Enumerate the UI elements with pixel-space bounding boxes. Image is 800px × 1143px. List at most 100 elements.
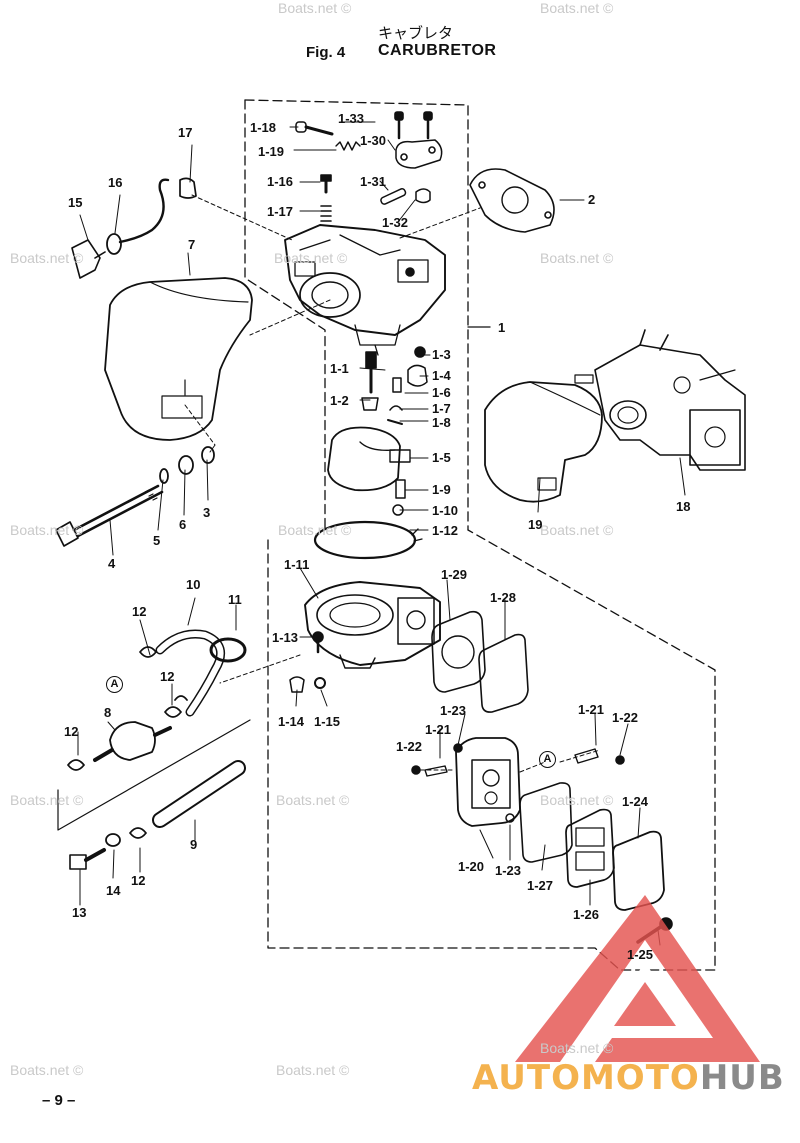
- screw-1-13: [312, 631, 324, 654]
- spring-1-17: [320, 205, 332, 222]
- part-label: 6: [179, 517, 187, 532]
- assembly-boundary-upper-left: [244, 99, 326, 531]
- part-label: 15: [68, 195, 83, 210]
- part-label: 1-33: [338, 111, 365, 126]
- part-label: 1-3: [432, 347, 451, 362]
- part-label: 1-30: [360, 133, 387, 148]
- elbow-17: [179, 177, 197, 199]
- screw-1-23-top: [453, 743, 463, 753]
- float-1-5: [327, 426, 401, 492]
- figure-number: Fig. 4: [306, 44, 346, 61]
- fitting-1-21-right: [574, 748, 599, 764]
- pin-1-8: [387, 419, 403, 425]
- clamp-11: [209, 637, 247, 663]
- float-chamber-1-11: [304, 581, 441, 669]
- gasket-2: [469, 168, 555, 233]
- part-label: 1-14: [278, 714, 305, 729]
- watermark: Boats.net ©: [276, 1062, 350, 1078]
- part-label: 1-18: [250, 120, 277, 135]
- part-label: 12: [132, 604, 147, 619]
- part-label: 1-12: [432, 523, 459, 538]
- bolt-4: [55, 484, 164, 547]
- reference-mark-a: A: [539, 751, 556, 768]
- screw-1-22-left: [411, 765, 421, 775]
- fuel-filter-8: [93, 721, 172, 762]
- screw-1-10: [392, 504, 404, 516]
- part-label: 1: [498, 320, 506, 335]
- washer-1-15: [314, 677, 326, 689]
- reference-mark-a: A: [106, 676, 123, 693]
- watermark: Boats.net ©: [10, 1062, 84, 1078]
- title-japanese: キャブレタ: [378, 24, 454, 42]
- hose-group-boundary: [57, 719, 251, 831]
- pin-1-9: [395, 479, 406, 499]
- part-label: 1-23: [440, 703, 467, 718]
- washer-5: [159, 468, 169, 484]
- part-label: 3: [203, 505, 211, 520]
- part-label: 13: [72, 905, 87, 920]
- watermark: Boats.net ©: [10, 522, 84, 538]
- plug-1-14: [289, 676, 305, 693]
- clip-16: [106, 233, 122, 255]
- carburetor-body: [284, 224, 446, 356]
- grommet-3: [201, 446, 215, 464]
- gasket-1-29: [431, 610, 486, 693]
- watermark: Boats.net ©: [540, 0, 614, 16]
- nut-14: [105, 833, 121, 847]
- watermark: Boats.net ©: [278, 0, 352, 16]
- part-label: 14: [106, 883, 121, 898]
- clips-12: [67, 646, 188, 839]
- part-label: 1-19: [258, 144, 285, 159]
- watermark: Boats.net ©: [540, 1040, 614, 1056]
- fitting-1-21-left: [424, 765, 448, 777]
- part-label: 1-5: [432, 450, 451, 465]
- part-label: 1-22: [396, 739, 423, 754]
- part-label: 1-4: [432, 368, 451, 383]
- fuel-hose-line: [118, 178, 170, 244]
- part-label: 18: [676, 499, 691, 514]
- assembly-boundary-lower: [267, 529, 716, 971]
- part-label: 1-7: [432, 401, 451, 416]
- part-label: 1-6: [432, 385, 451, 400]
- watermark: Boats.net ©: [278, 522, 352, 538]
- watermark: Boats.net ©: [10, 792, 84, 808]
- part-label: 10: [186, 577, 201, 592]
- valve-1-4: [407, 364, 428, 387]
- part-label: 7: [188, 237, 196, 252]
- part-label: 17: [178, 125, 193, 140]
- needle-1-6: [392, 377, 402, 393]
- part-label: 12: [64, 724, 79, 739]
- jet-1-1: [365, 351, 377, 394]
- fuel-pump-1-20: [455, 737, 521, 827]
- air-silencer-cover: [104, 277, 253, 441]
- gasket-1-12: [313, 520, 417, 560]
- part-label: 1-1: [330, 361, 349, 376]
- part-label: 1-24: [622, 794, 649, 809]
- screw-1-3: [414, 346, 426, 358]
- diaphragm-1-27: [519, 782, 573, 863]
- plate-1-30: [395, 139, 443, 169]
- part-label: 12: [160, 669, 175, 684]
- part-label: 11: [228, 592, 242, 607]
- part-label: 1-28: [490, 590, 517, 605]
- part-label: 1-29: [441, 567, 468, 582]
- part-label: 1-31: [360, 174, 387, 189]
- watermark: Boats.net ©: [540, 522, 614, 538]
- fitting-13: [69, 848, 106, 870]
- part-label: 1-17: [267, 204, 294, 219]
- screw-1-16: [320, 174, 332, 194]
- part-label: 1-9: [432, 482, 451, 497]
- jet-1-2: [361, 397, 379, 411]
- washer-6: [178, 455, 194, 475]
- assembly-boundary-upper: [244, 99, 469, 531]
- watermark: Boats.net ©: [10, 250, 84, 266]
- label-leaders: [77, 121, 686, 946]
- brand-word-1: AUTOMOTO: [472, 1058, 700, 1098]
- part-label: 5: [153, 533, 161, 548]
- gasket-1-26: [565, 808, 615, 888]
- part-label: 1-27: [527, 878, 554, 893]
- watermark: Boats.net ©: [540, 792, 614, 808]
- part-label: 1-13: [272, 630, 299, 645]
- part-label: 1-26: [573, 907, 600, 922]
